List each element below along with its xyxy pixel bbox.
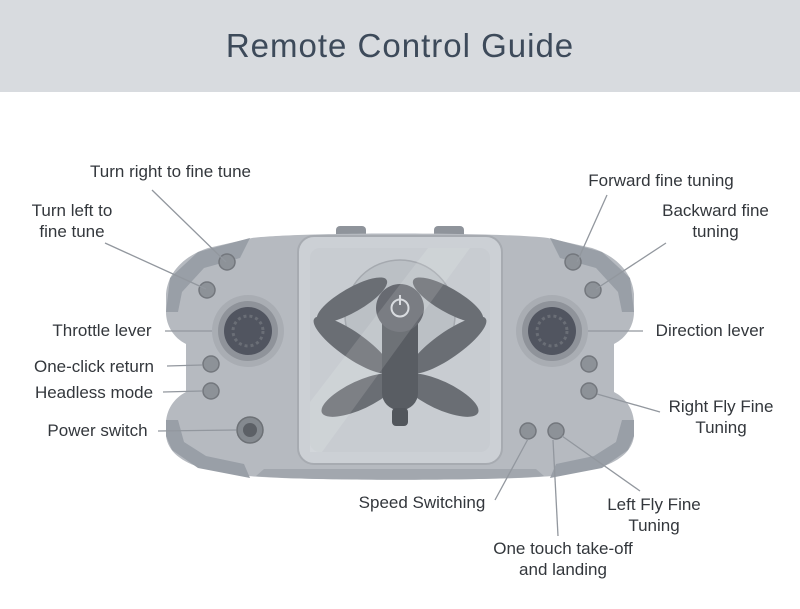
label-forward-fine-tuning: Forward fine tuning <box>588 171 734 190</box>
direction-stick[interactable] <box>516 295 588 367</box>
one-click-return-button[interactable] <box>202 355 220 373</box>
left-fly-trim-button[interactable] <box>580 382 598 400</box>
power-symbol-icon <box>390 295 410 318</box>
label-one-click-return: One-click return <box>34 357 154 376</box>
leader-lines <box>104 189 667 537</box>
label-backward-fine-tuning: Backward fine tuning <box>662 201 769 241</box>
speed-switch-button[interactable] <box>519 422 537 440</box>
label-one-touch-take-off: One touch take-off and landing <box>493 539 633 579</box>
turn-right-trim-button[interactable] <box>218 253 236 271</box>
bottom-edge-shade <box>256 469 544 480</box>
headless-mode-button[interactable] <box>202 382 220 400</box>
backward-trim-button[interactable] <box>584 281 602 299</box>
label-right-fly-fine-tuning: Right Fly Fine Tuning <box>668 397 774 437</box>
label-direction-lever: Direction lever <box>655 321 765 340</box>
turn-left-trim-button[interactable] <box>198 281 216 299</box>
forward-trim-button[interactable] <box>564 253 582 271</box>
header-banner: Remote Control Guide <box>0 0 800 92</box>
page-title: Remote Control Guide <box>225 27 575 64</box>
power-switch-button[interactable] <box>236 416 264 444</box>
label-speed-switching: Speed Switching <box>358 493 486 512</box>
label-throttle-lever: Throttle lever <box>52 321 152 340</box>
take-off-button[interactable] <box>547 422 565 440</box>
label-left-fly-fine-tuning: Left Fly Fine Tuning <box>607 495 701 535</box>
label-headless-mode: Headless mode <box>34 383 154 402</box>
label-turn-left-fine-tune: Turn left to fine tune <box>31 201 113 241</box>
drone-illustration <box>310 248 490 452</box>
label-turn-right-fine-tune: Turn right to fine tune <box>90 162 251 181</box>
label-power-switch: Power switch <box>47 421 148 440</box>
right-fly-trim-button[interactable] <box>580 355 598 373</box>
throttle-stick[interactable] <box>212 295 284 367</box>
